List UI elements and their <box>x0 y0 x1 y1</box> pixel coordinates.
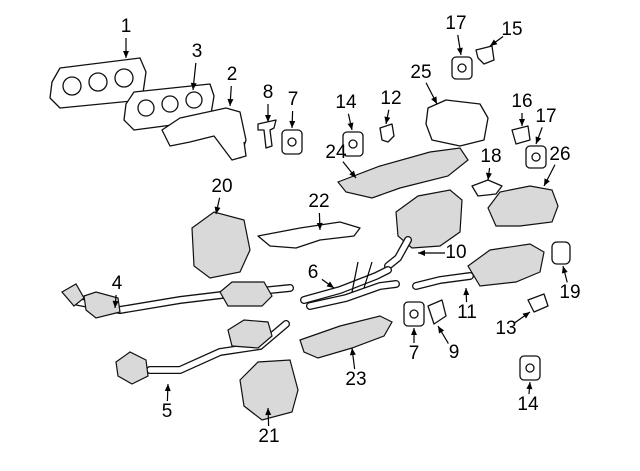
leader-arrow-25 <box>431 96 437 104</box>
part-converter-4b <box>83 291 121 319</box>
part-converter-5a <box>115 351 149 385</box>
leader-arrow-12 <box>384 116 391 124</box>
leader-arrow-20 <box>214 206 221 214</box>
part-heat-shield-20 <box>191 211 251 279</box>
callout-7: 7 <box>288 89 299 110</box>
part-heat-shield-24 <box>337 147 469 199</box>
callout-15: 15 <box>501 19 522 40</box>
leader-arrow-11 <box>463 288 470 296</box>
leader-arrow-14 <box>347 122 354 130</box>
leader-arrow-1 <box>123 51 129 58</box>
callout-17: 17 <box>535 106 556 127</box>
parts-drawing <box>49 45 571 421</box>
leader-arrow-6 <box>326 281 334 288</box>
part-bracket-12 <box>379 123 395 143</box>
leader-arrow-4 <box>112 300 119 308</box>
callout-12: 12 <box>380 88 401 109</box>
part-muffler-10 <box>395 189 463 249</box>
callout-13: 13 <box>495 318 516 339</box>
part-heat-shield-23 <box>299 315 393 359</box>
part-heat-shield-22 <box>257 221 361 249</box>
callout-24: 24 <box>325 142 347 163</box>
leader-arrow-3 <box>190 82 197 90</box>
callout-26: 26 <box>549 144 570 165</box>
part-bracket-8 <box>257 119 277 149</box>
part-muffler-11 <box>467 243 545 287</box>
part-heat-shield-25 <box>425 99 489 147</box>
callout-5: 5 <box>162 401 173 422</box>
part-heat-shield-21 <box>239 359 299 421</box>
part-converter-5b <box>227 319 273 349</box>
leader-arrow-17 <box>456 47 463 55</box>
leader-arrow-21 <box>265 408 272 416</box>
leader-arrow-2 <box>227 98 234 106</box>
leader-arrow-15 <box>490 39 498 46</box>
callout-7: 7 <box>409 343 420 364</box>
leader-arrow-14 <box>526 382 533 390</box>
leader-arrow-24 <box>349 170 356 178</box>
callout-17: 17 <box>445 13 466 34</box>
callout-10: 10 <box>445 242 466 263</box>
leader-arrow-17 <box>535 136 542 144</box>
leader-arrow-9 <box>438 326 445 334</box>
callout-16: 16 <box>511 91 532 112</box>
part-bracket-13 <box>527 293 549 313</box>
callout-9: 9 <box>449 342 460 363</box>
callout-19: 19 <box>559 282 580 303</box>
leader-lines <box>112 34 568 427</box>
callout-6: 6 <box>308 262 319 283</box>
callout-8: 8 <box>263 82 274 103</box>
leader-arrow-8 <box>265 115 271 122</box>
callout-23: 23 <box>345 369 366 390</box>
callout-25: 25 <box>410 62 431 83</box>
callout-14: 14 <box>335 92 357 113</box>
leader-arrow-13 <box>522 312 530 319</box>
leader-arrow-19 <box>561 266 568 274</box>
leader-arrow-23 <box>349 348 356 356</box>
leader-arrow-16 <box>519 119 525 126</box>
part-heat-shield-26 <box>487 185 559 227</box>
callout-22: 22 <box>308 191 329 212</box>
callout-14: 14 <box>517 394 539 415</box>
leader-arrow-7 <box>411 328 417 335</box>
leader-arrow-18 <box>485 172 492 180</box>
leader-arrow-10 <box>418 250 425 256</box>
callout-21: 21 <box>258 426 279 447</box>
callout-1: 1 <box>121 16 132 37</box>
part-hanger-18 <box>471 179 503 197</box>
part-bracket-15 <box>475 45 495 65</box>
callout-20: 20 <box>211 176 232 197</box>
part-tail-tip-19 <box>551 241 571 265</box>
callout-11: 11 <box>457 302 477 323</box>
leader-arrow-26 <box>544 178 550 186</box>
callout-3: 3 <box>192 41 203 62</box>
leader-arrow-5 <box>164 384 171 392</box>
leader-arrow-22 <box>316 222 323 230</box>
callout-4: 4 <box>112 273 123 294</box>
part-converter-4c <box>219 281 273 307</box>
part-bracket-9 <box>427 299 447 325</box>
leader-arrow-7 <box>289 120 296 128</box>
callout-2: 2 <box>227 64 238 85</box>
part-bracket-16 <box>511 125 531 145</box>
callout-18: 18 <box>480 146 501 167</box>
